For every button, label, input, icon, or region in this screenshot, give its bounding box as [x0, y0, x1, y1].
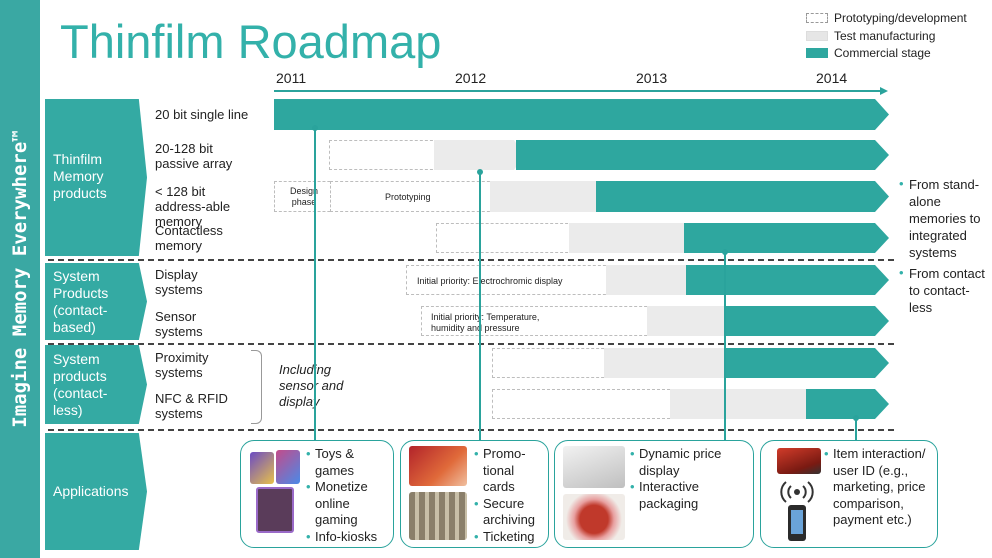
app-item-kiosks: Info-kiosks [315, 528, 378, 544]
app-item-toys: Toys & games [315, 446, 355, 478]
bar-text-design: Design phase [289, 186, 318, 207]
sidebar-slogan: Imagine Memory Everywhere™ [9, 130, 31, 428]
bar-addressable-design [274, 181, 340, 212]
sidebar-band [0, 0, 40, 558]
game-card-image-2 [276, 450, 300, 484]
note-standalone: From stand-alone memories to integrated … [909, 177, 981, 260]
year-2014: 2014 [816, 70, 848, 86]
row-label-20bit: 20 bit single line [155, 107, 249, 122]
row-label-nfc: NFC & RFID systems [155, 391, 228, 421]
category-applications-label: Applications [53, 483, 129, 499]
category-contact-label: System Products (contact-based) [53, 268, 109, 335]
app-item-promotional: Promo-tional cards [483, 446, 526, 494]
separator-3 [48, 429, 894, 431]
app-list-games: •Toys & games •Monetize online gaming •I… [306, 446, 378, 544]
app-list-cards: •Promo-tional cards •Secure archiving •T… [474, 446, 536, 544]
connector-dot-1 [312, 125, 318, 131]
legend-swatch-prototyping [806, 13, 828, 23]
bracket-label: Including sensor and display [279, 362, 344, 409]
bar-text-sensor: Initial priority: Temperature, humidity … [431, 312, 540, 333]
archive-image [409, 492, 467, 540]
game-device-image [256, 487, 294, 533]
separator-2 [48, 343, 894, 345]
connector-line-4 [855, 418, 857, 448]
category-contactless [45, 345, 147, 424]
note-bullet-1: • [899, 176, 904, 191]
page-title: Thinfilm Roadmap [60, 15, 442, 68]
app-item-dynamic-price: Dynamic price display [639, 446, 722, 478]
legend-label-prototyping: Prototyping/development [834, 11, 967, 25]
note-contact: From contact to contact-less [909, 266, 985, 315]
bar-sensor-test [647, 306, 737, 336]
category-applications [45, 433, 147, 550]
wireless-signal-icon [780, 481, 814, 503]
bar-addressable-prototyping [330, 181, 500, 212]
bar-text-prototyping: Prototyping [385, 192, 431, 202]
legend-label-commercial: Commercial stage [834, 46, 931, 60]
bar-proximity-prototyping [492, 348, 614, 378]
bar-nfc-test [670, 389, 816, 419]
connector-line-2 [479, 172, 481, 448]
category-contactless-label: System products (contact-less) [53, 351, 108, 418]
row-label-contactless: Contactless memory [155, 223, 223, 253]
note-bullet-2: • [899, 265, 904, 280]
connector-dot-2 [477, 169, 483, 175]
category-contact [45, 263, 147, 340]
year-2012: 2012 [455, 70, 487, 86]
bar-display-commercial [686, 265, 889, 295]
bar-20bit-commercial [274, 99, 889, 130]
app-item-monetize: Monetize online gaming [315, 479, 368, 527]
app-item-user-id: Item interaction/ user ID (e.g., marketi… [833, 446, 926, 527]
game-card-image-1 [250, 452, 274, 484]
bracket [251, 350, 262, 424]
year-2013: 2013 [636, 70, 668, 86]
packaging-image [563, 494, 625, 540]
app-item-ticketing: Ticketing [483, 528, 535, 544]
price-label-image [563, 446, 625, 488]
bar-sensor-prototyping [421, 306, 657, 336]
promo-card-image [409, 446, 467, 486]
row-label-proximity: Proximity systems [155, 350, 209, 380]
bar-proximity-commercial [726, 348, 889, 378]
bar-sensor-commercial [726, 306, 889, 336]
app-item-interactive-packaging: Interactive packaging [639, 479, 699, 511]
app-list-interaction: •Item interaction/ user ID (e.g., market… [824, 446, 926, 527]
bar-addressable-test [490, 181, 606, 212]
bar-nfc-commercial [806, 389, 889, 419]
connector-line-3 [724, 252, 726, 448]
app-list-packaging: •Dynamic price display •Interactive pack… [630, 446, 722, 511]
phone-icon [788, 505, 806, 541]
row-label-addressable: < 128 bit address-able memory [155, 184, 231, 229]
category-memory-label: Thinfilm Memory products [53, 151, 107, 201]
shoe-image [777, 448, 821, 474]
bar-contactless-commercial [684, 223, 889, 253]
bar-contactless-test [569, 223, 695, 253]
timeline-arrowhead [880, 87, 888, 95]
row-label-display: Display systems [155, 267, 203, 297]
legend-label-test: Test manufacturing [834, 29, 936, 43]
connector-dot-4 [853, 415, 859, 421]
timeline-axis [274, 90, 886, 92]
bar-addressable-commercial [596, 181, 889, 212]
bar-nfc-prototyping [492, 389, 680, 419]
connector-line-1 [314, 128, 316, 448]
category-memory [45, 99, 147, 256]
row-label-sensor: Sensor systems [155, 309, 203, 339]
bar-text-electro: Initial priority: Electrochromic display [417, 276, 563, 286]
row-label-passive: 20-128 bit passive array [155, 141, 233, 171]
bar-contactless-prototyping [436, 223, 578, 253]
bar-proximity-test [604, 348, 736, 378]
connector-dot-3 [722, 249, 728, 255]
bar-passive-test [434, 140, 524, 170]
legend-swatch-test [806, 31, 828, 41]
app-item-archiving: Secure archiving [483, 495, 536, 528]
bar-passive-commercial [516, 140, 889, 170]
bar-display-test [606, 265, 696, 295]
bar-passive-prototyping [329, 140, 443, 170]
separator-1 [48, 259, 894, 261]
bar-display-prototyping [406, 265, 616, 295]
legend-swatch-commercial [806, 48, 828, 58]
year-2011: 2011 [276, 70, 307, 86]
